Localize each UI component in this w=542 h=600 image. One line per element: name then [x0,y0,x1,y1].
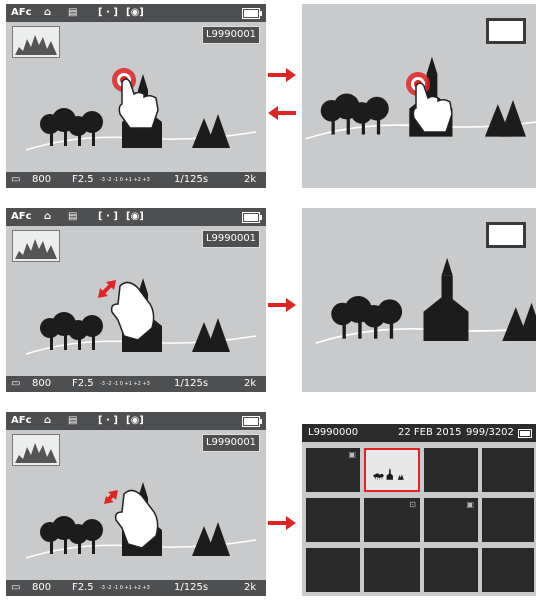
view-icon: ▭ [11,582,21,593]
file-number: L9990001 [202,434,260,452]
exposure-scale: -3 -2 -1 0 +1 +2 +3 [100,177,150,183]
thumbnail-cell[interactable] [424,448,478,492]
file-number: L9990001 [202,230,260,248]
thumbnail-cell[interactable]: ▣ [424,498,478,542]
af-mode-label: AFc [11,415,32,426]
iso-value: 800 [32,582,52,593]
mode-icon: ⌂ [44,7,52,18]
remaining-shots: 2k [244,378,257,389]
camera-bottom-bar: ▭ 800 F2.5 -3 -2 -1 0 +1 +2 +3 1/125s 2k [6,376,266,392]
arrow-right-icon [268,516,296,530]
aperture-value: F2.5 [72,378,94,389]
thumbnail-cell[interactable] [424,548,478,592]
thumbnail-cell[interactable] [482,448,534,492]
zoom-screen-row1 [302,4,536,188]
camera-bottom-bar: ▭ 800 F2.5 -3 -2 -1 0 +1 +2 +3 1/125s 2k [6,580,266,596]
thumbnail-cell[interactable] [482,498,534,542]
camera-screen-row3: AFc ⌂ ▤ [ · ] [◉] L9990001 ▭ 800 F2.5 -3… [6,412,266,596]
histogram-icon [12,434,60,466]
view-icon: ▭ [11,378,21,389]
metering-icon: [ · ] [98,211,118,222]
af-mode-label: AFc [11,211,32,222]
remaining-shots: 2k [244,582,257,593]
thumbnail-cell[interactable]: ▣ [306,448,360,492]
aperture-value: F2.5 [72,582,94,593]
metering-icon: [ · ] [98,7,118,18]
arrow-left-icon [268,106,296,120]
hand-tap-icon [406,72,453,133]
gallery-file-number: L9990000 [308,427,359,438]
gallery-top-bar: L9990000 22 FEB 2015 999/3202 [302,424,536,442]
view-icon: ▭ [11,174,21,185]
thumbnail-scene [371,467,409,481]
exposure-scale: -3 -2 -1 0 +1 +2 +3 [100,585,150,591]
aperture-value: F2.5 [72,174,94,185]
stabilizer-icon: [◉] [126,211,144,222]
thumbnail-cell[interactable]: ⊡ [364,498,420,542]
thumbnail-cell[interactable] [482,548,534,592]
thumbnail-cell[interactable] [364,548,420,592]
hand-pinch-in-icon [104,489,159,549]
thumbnail-cell[interactable] [306,548,360,592]
zoom-indicator [486,18,526,44]
remaining-shots: 2k [244,174,257,185]
zoom-screen-row2 [302,208,536,392]
battery-icon [242,8,262,19]
gallery-date: 22 FEB 2015 [398,427,462,438]
battery-icon [518,429,532,438]
shutter-value: 1/125s [174,582,209,593]
jpg-icon: ▤ [68,415,78,426]
histogram-icon [12,230,60,262]
camera-top-bar: AFc ⌂ ▤ [ · ] [◉] [6,208,266,226]
stabilizer-icon: [◉] [126,415,144,426]
thumbnail-cell[interactable] [306,498,360,542]
gallery-screen: L9990000 22 FEB 2015 999/3202 ▣ ⊡ ▣ [302,424,536,596]
metering-icon: [ · ] [98,415,118,426]
iso-value: 800 [32,174,52,185]
camera-top-bar: AFc ⌂ ▤ [ · ] [◉] [6,4,266,22]
arrow-right-icon [268,68,296,82]
camera-top-bar: AFc ⌂ ▤ [ · ] [◉] [6,412,266,430]
iso-value: 800 [32,378,52,389]
camera-screen-row1: AFc ⌂ ▤ [ · ] [◉] L9990001 ▭ 800 F2.5 -3… [6,4,266,188]
hand-pinch-out-icon [98,280,155,341]
battery-icon [242,212,262,223]
histogram-icon [12,26,60,58]
arrow-right-icon [268,298,296,312]
hand-tap-icon [112,68,159,129]
shutter-value: 1/125s [174,174,209,185]
af-mode-label: AFc [11,7,32,18]
file-number: L9990001 [202,26,260,44]
scene-zoomed [314,256,536,345]
jpg-icon: ▤ [68,7,78,18]
camera-screen-row2: AFc ⌂ ▤ [ · ] [◉] L9990001 ▭ 800 F2.5 -3… [6,208,266,392]
jpg-icon: ▤ [68,211,78,222]
shutter-value: 1/125s [174,378,209,389]
mode-icon: ⌂ [44,415,52,426]
camera-bottom-bar: ▭ 800 F2.5 -3 -2 -1 0 +1 +2 +3 1/125s 2k [6,172,266,188]
gallery-counter: 999/3202 [466,427,514,438]
exposure-scale: -3 -2 -1 0 +1 +2 +3 [100,381,150,387]
mode-icon: ⌂ [44,211,52,222]
thumbnail-cell-selected[interactable] [364,448,420,492]
zoom-indicator [486,222,526,248]
battery-icon [242,416,262,427]
stabilizer-icon: [◉] [126,7,144,18]
